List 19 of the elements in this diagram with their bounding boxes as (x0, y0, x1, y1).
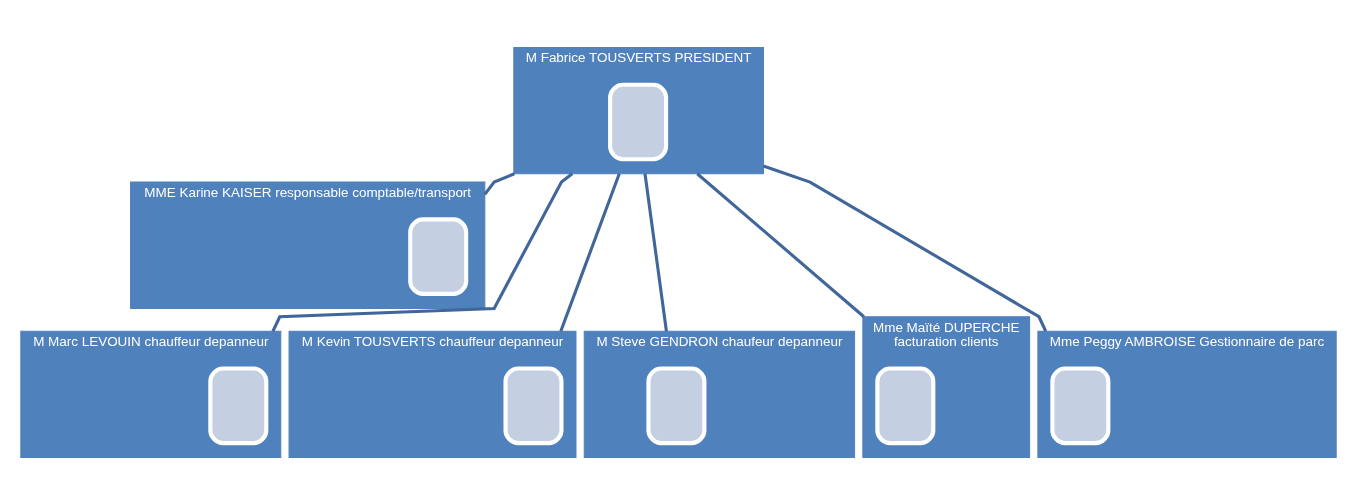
node-box (408, 216, 469, 296)
cluster: MME Karine KAISER responsable comptable/transport (130, 181, 486, 309)
node-box (1050, 365, 1111, 445)
cluster: M Kevin TOUSVERTS chauffeur depanneur (288, 330, 577, 458)
node-box (875, 365, 936, 445)
cluster: M Fabrice TOUSVERTS PRESIDENT (513, 46, 764, 174)
node-box (208, 365, 269, 445)
connector (559, 172, 621, 332)
connector (643, 173, 668, 331)
cluster: Mme Maïté DUPERCHE facturation clients (862, 315, 1031, 458)
cluster: M Steve GENDRON chaufeur depanneur (583, 330, 856, 458)
connector (762, 164, 1048, 332)
cluster: Mme Peggy AMBROISE Gestionnaire de parc (1037, 330, 1337, 458)
node-box (503, 365, 564, 445)
node-box (646, 365, 707, 445)
cluster: M Marc LEVOUIN chauffeur depanneur (20, 330, 282, 458)
node-box (608, 82, 669, 161)
connector (483, 171, 515, 195)
connector (696, 172, 865, 318)
